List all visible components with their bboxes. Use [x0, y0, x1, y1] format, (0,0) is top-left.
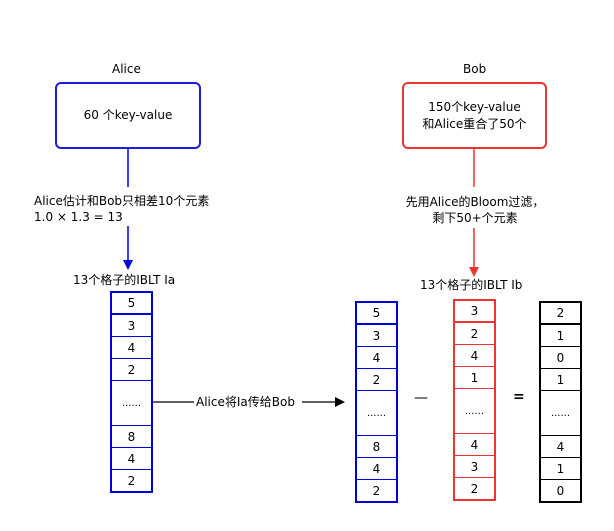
iblt-cell: 1	[453, 366, 496, 390]
alice-box-text: 60 个key-value	[83, 108, 173, 122]
iblt-cell: 5	[110, 291, 153, 315]
equals-sign: =	[513, 389, 525, 405]
iblt-cell: 4	[355, 346, 398, 370]
bob-box-line2: 和Alice重合了50个	[422, 116, 527, 131]
iblt-cell: 8	[110, 425, 153, 449]
iblt-cell: 5	[355, 301, 398, 325]
iblt-cell: 3	[453, 455, 496, 479]
iblt-cell: 2	[110, 358, 153, 382]
iblt-cell: ......	[453, 388, 496, 435]
iblt-cell: 2	[355, 479, 398, 503]
bob-box: 150个key-value 和Alice重合了50个	[402, 82, 547, 149]
iblt-cell: 2	[453, 322, 496, 346]
alice-title: Alice	[112, 62, 141, 76]
iblt-cell: 4	[453, 433, 496, 457]
transfer-label: Alice将Ia传给Bob	[196, 395, 295, 409]
iblt-cell: 3	[453, 299, 496, 323]
iblt-cell: ......	[110, 380, 153, 427]
iblt-cell: 4	[110, 447, 153, 471]
iblt-cell: 1	[539, 324, 582, 348]
alice-box: 60 个key-value	[55, 82, 201, 149]
iblt-cell: ......	[539, 390, 582, 437]
iblt-cell: 2	[539, 301, 582, 325]
iblt-cell: 2	[355, 368, 398, 392]
iblt-cell: 3	[110, 314, 153, 338]
iblt-cell: 3	[355, 324, 398, 348]
iblt-cell: 4	[453, 344, 496, 368]
iblt-cell: 2	[453, 477, 496, 501]
iblt-cell: 1	[539, 457, 582, 481]
iblt-cell: 0	[539, 479, 582, 503]
iblt-cell: 1	[539, 368, 582, 392]
alice-edge-label-line2: 1.0 × 1.3 = 13	[34, 210, 123, 224]
iblt-cell: ......	[355, 390, 398, 437]
iblt-cell: 4	[110, 336, 153, 360]
bob-title: Bob	[463, 62, 487, 76]
iblt-cell: 4	[355, 457, 398, 481]
iblt-b-title: 13个格子的IBLT Ib	[420, 278, 523, 292]
alice-edge-label-line1: Alice估计和Bob只相差10个元素	[34, 194, 210, 208]
iblt-cell: 8	[355, 435, 398, 459]
iblt-a-title: 13个格子的IBLT Ia	[73, 273, 176, 287]
bob-edge-label-line2: 剩下50+个元素	[432, 211, 518, 225]
iblt-cell: 0	[539, 346, 582, 370]
minus-sign: —	[414, 390, 428, 406]
bob-edge-label-line1: 先用Alice的Bloom过滤，	[405, 195, 545, 209]
iblt-cell: 2	[110, 469, 153, 493]
iblt-cell: 4	[539, 435, 582, 459]
bob-box-line1: 150个key-value	[428, 99, 521, 114]
